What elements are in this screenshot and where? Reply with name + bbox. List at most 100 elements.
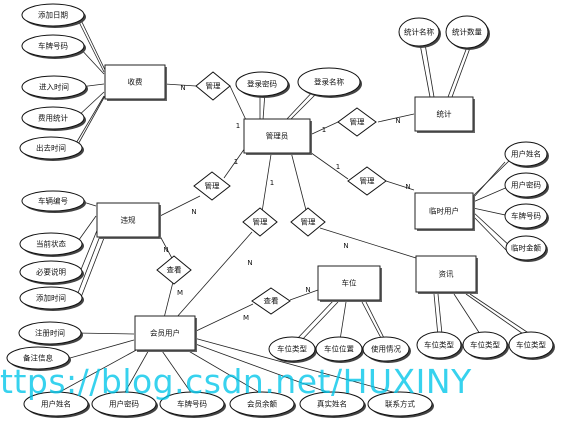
svg-text:必要说明: 必要说明 — [36, 267, 66, 277]
svg-text:用户姓名: 用户姓名 — [511, 149, 541, 159]
cardinality-label: M — [177, 289, 183, 297]
svg-text:统计数量: 统计数量 — [452, 27, 482, 37]
entity-zixun: 资讯 — [415, 255, 478, 294]
entity-label: 统计 — [437, 109, 452, 119]
attr-member-realname: 真实姓名 — [299, 391, 366, 418]
attr-stat-count: 统计数量 — [445, 15, 490, 50]
entity-chewei: 车位 — [317, 265, 382, 302]
svg-text:登录名称: 登录名称 — [314, 77, 344, 87]
cardinality-label: N — [247, 259, 252, 267]
svg-text:用户密码: 用户密码 — [511, 180, 541, 190]
relationship-label: 管理 — [206, 81, 221, 91]
attr-stat-name: 统计名称 — [398, 17, 441, 48]
svg-text:会员余额: 会员余额 — [247, 399, 277, 409]
cardinality-label: 1 — [336, 163, 340, 171]
entity-weigui: 违规 — [96, 202, 161, 239]
attr-fee-stats: 费用统计 — [21, 106, 86, 131]
watermark-url: ttps://blog.csdn.net/HUXINY — [0, 362, 472, 401]
attr-member-plate: 车牌号码 — [159, 391, 226, 418]
attr-note-required: 必要说明 — [19, 260, 84, 285]
attr-enter-time: 进入时间 — [21, 75, 88, 100]
relationship-shoufei-manage: 管理 — [195, 71, 231, 101]
relationship-zixun-manage: 管理 — [290, 207, 326, 237]
relationship-label: 管理 — [350, 117, 365, 127]
cardinality-label: N — [191, 208, 196, 216]
relationship-weigui-manage: 管理 — [193, 171, 231, 201]
attr-member-balance: 会员余额 — [229, 391, 296, 418]
svg-text:费用统计: 费用统计 — [38, 113, 68, 123]
entity-shoufei: 收费 — [104, 64, 167, 101]
attr-info-type-2: 车位类型 — [462, 331, 509, 360]
entity-guanliyuan: 管理员 — [243, 118, 312, 155]
entity-label: 管理员 — [266, 131, 289, 141]
cardinality-labels: N 1 N 1 N 1 N 1 N 1 N N M N M — [163, 84, 410, 322]
svg-text:临时金额: 临时金额 — [511, 243, 541, 253]
attr-space-type: 车位类型 — [268, 336, 317, 363]
attr-register-time: 注册时间 — [18, 321, 83, 346]
cardinality-label: M — [243, 314, 249, 322]
relationship-tongji-manage: 管理 — [337, 107, 377, 137]
svg-text:联系方式: 联系方式 — [385, 399, 415, 409]
cardinality-label: 1 — [322, 126, 326, 134]
attr-member-username: 用户姓名 — [23, 391, 90, 418]
svg-text:车位类型: 车位类型 — [470, 340, 500, 350]
attr-current-status: 当前状态 — [19, 232, 84, 257]
cardinality-label: 1 — [234, 158, 238, 166]
attr-plate-no: 车牌号码 — [21, 34, 86, 59]
cardinality-label: N — [343, 242, 348, 250]
entity-label: 会员用户 — [150, 328, 180, 338]
attr-login-name: 登录名称 — [297, 67, 362, 98]
cardinality-label: N — [180, 84, 185, 92]
svg-text:备注信息: 备注信息 — [23, 353, 53, 363]
svg-text:进入时间: 进入时间 — [39, 82, 69, 92]
relationship-label: 管理 — [301, 217, 316, 227]
entity-linshiyonghu: 临时用户 — [414, 192, 475, 231]
svg-text:车牌号码: 车牌号码 — [38, 41, 68, 51]
svg-text:使用情况: 使用情况 — [371, 344, 401, 354]
svg-text:车位类型: 车位类型 — [424, 340, 454, 350]
entity-label: 违规 — [121, 215, 136, 225]
attr-space-location: 车位位置 — [315, 336, 364, 363]
attr-member-contact: 联系方式 — [367, 391, 434, 418]
attr-temp-password: 用户密码 — [504, 172, 549, 199]
svg-text:真实姓名: 真实姓名 — [317, 399, 347, 409]
cardinality-label: 1 — [236, 122, 240, 130]
svg-text:统计名称: 统计名称 — [404, 27, 434, 37]
attr-info-type-1: 车位类型 — [416, 331, 463, 360]
attr-info-type-3: 车位类型 — [508, 331, 555, 360]
attr-add-date: 添加日期 — [21, 3, 86, 28]
svg-text:车位位置: 车位位置 — [324, 344, 354, 354]
svg-text:车位类型: 车位类型 — [516, 340, 546, 350]
entity-label: 收费 — [128, 77, 143, 87]
attr-temp-username: 用户姓名 — [504, 141, 549, 168]
cardinality-label: N — [405, 183, 410, 191]
attr-add-time: 添加时间 — [19, 286, 84, 311]
svg-text:添加时间: 添加时间 — [36, 293, 66, 303]
cardinality-label: 1 — [270, 179, 274, 187]
svg-text:车牌号码: 车牌号码 — [511, 211, 541, 221]
svg-text:登录密码: 登录密码 — [247, 79, 277, 89]
svg-text:用户密码: 用户密码 — [109, 399, 139, 409]
relationship-huiyuan-manage: 管理 — [242, 207, 278, 237]
entity-label: 资讯 — [439, 269, 454, 279]
relationship-label: 管理 — [253, 217, 268, 227]
svg-text:注册时间: 注册时间 — [35, 328, 65, 338]
relationship-label: 查看 — [264, 296, 279, 306]
relationship-chewei-view: 查看 — [251, 287, 291, 315]
entity-label: 临时用户 — [429, 206, 459, 216]
relationship-linshi-manage: 管理 — [347, 166, 387, 196]
relationship-label: 管理 — [205, 181, 220, 191]
relationship-weigui-view: 查看 — [156, 255, 192, 285]
relationship-label: 查看 — [167, 265, 182, 275]
entity-huiyuanyonghu: 会员用户 — [134, 315, 197, 352]
svg-text:车位类型: 车位类型 — [277, 344, 307, 354]
attr-member-password: 用户密码 — [91, 391, 158, 418]
attr-login-password: 登录密码 — [235, 71, 290, 98]
cardinality-label: N — [395, 117, 400, 125]
entity-label: 车位 — [342, 278, 357, 288]
svg-text:用户姓名: 用户姓名 — [41, 399, 71, 409]
svg-text:出去时间: 出去时间 — [36, 143, 66, 153]
svg-text:当前状态: 当前状态 — [36, 239, 66, 249]
attr-temp-plate: 车牌号码 — [504, 203, 549, 230]
